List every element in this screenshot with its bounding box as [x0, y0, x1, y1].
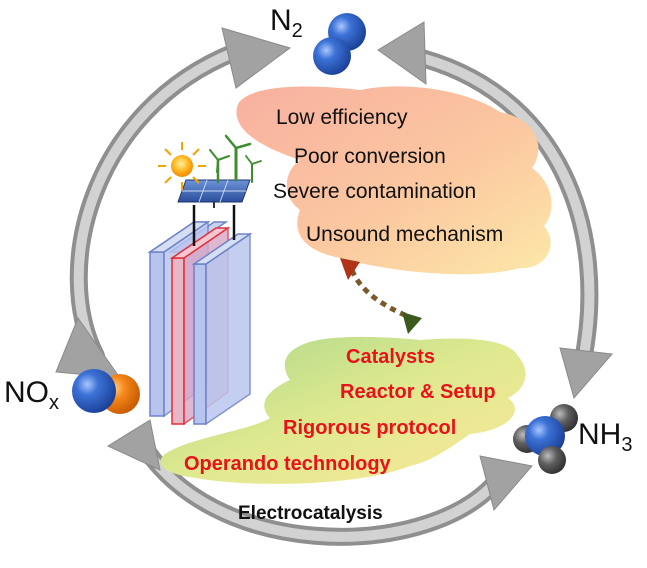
- n2-molecule: [313, 13, 366, 75]
- nox-formula: NOx: [4, 376, 59, 414]
- sun-icon: [158, 142, 206, 190]
- nh3-molecule: [513, 404, 578, 474]
- nitrogen-atom: [72, 369, 116, 413]
- cycle-label: Electrocatalysis: [238, 503, 383, 524]
- solution-item: Catalysts: [346, 346, 435, 368]
- challenge-item: Low efficiency: [276, 106, 408, 129]
- nox-molecule: [72, 369, 140, 414]
- challenge-item: Unsound mechanism: [306, 223, 503, 246]
- arrow-head-down: [402, 312, 422, 334]
- n2-formula: N2: [270, 4, 303, 42]
- electrolyzer-icon: [147, 205, 253, 426]
- solution-item: Rigorous protocol: [283, 417, 456, 439]
- nitrogen-atom: [313, 37, 351, 75]
- link-arrow: [340, 258, 422, 334]
- solution-item: Operando technology: [184, 453, 392, 475]
- challenge-item: Severe contamination: [273, 180, 476, 203]
- hydrogen-atom: [538, 446, 566, 474]
- challenges-cloud: [236, 86, 552, 275]
- solutions-list: Catalysts Reactor & Setup Rigorous proto…: [184, 346, 496, 475]
- solution-item: Reactor & Setup: [340, 381, 496, 403]
- challenge-item: Poor conversion: [294, 145, 446, 168]
- solutions-cloud: [160, 336, 526, 484]
- wind-turbine-icon: [209, 134, 262, 184]
- cycle-arrows: [55, 21, 613, 546]
- arrow-head-up: [340, 258, 360, 280]
- nh3-formula: NH3: [578, 418, 632, 456]
- nitrogen-atom: [525, 416, 565, 456]
- challenges-list: Low efficiency Poor conversion Severe co…: [273, 106, 503, 246]
- solar-panel-icon: [177, 179, 251, 208]
